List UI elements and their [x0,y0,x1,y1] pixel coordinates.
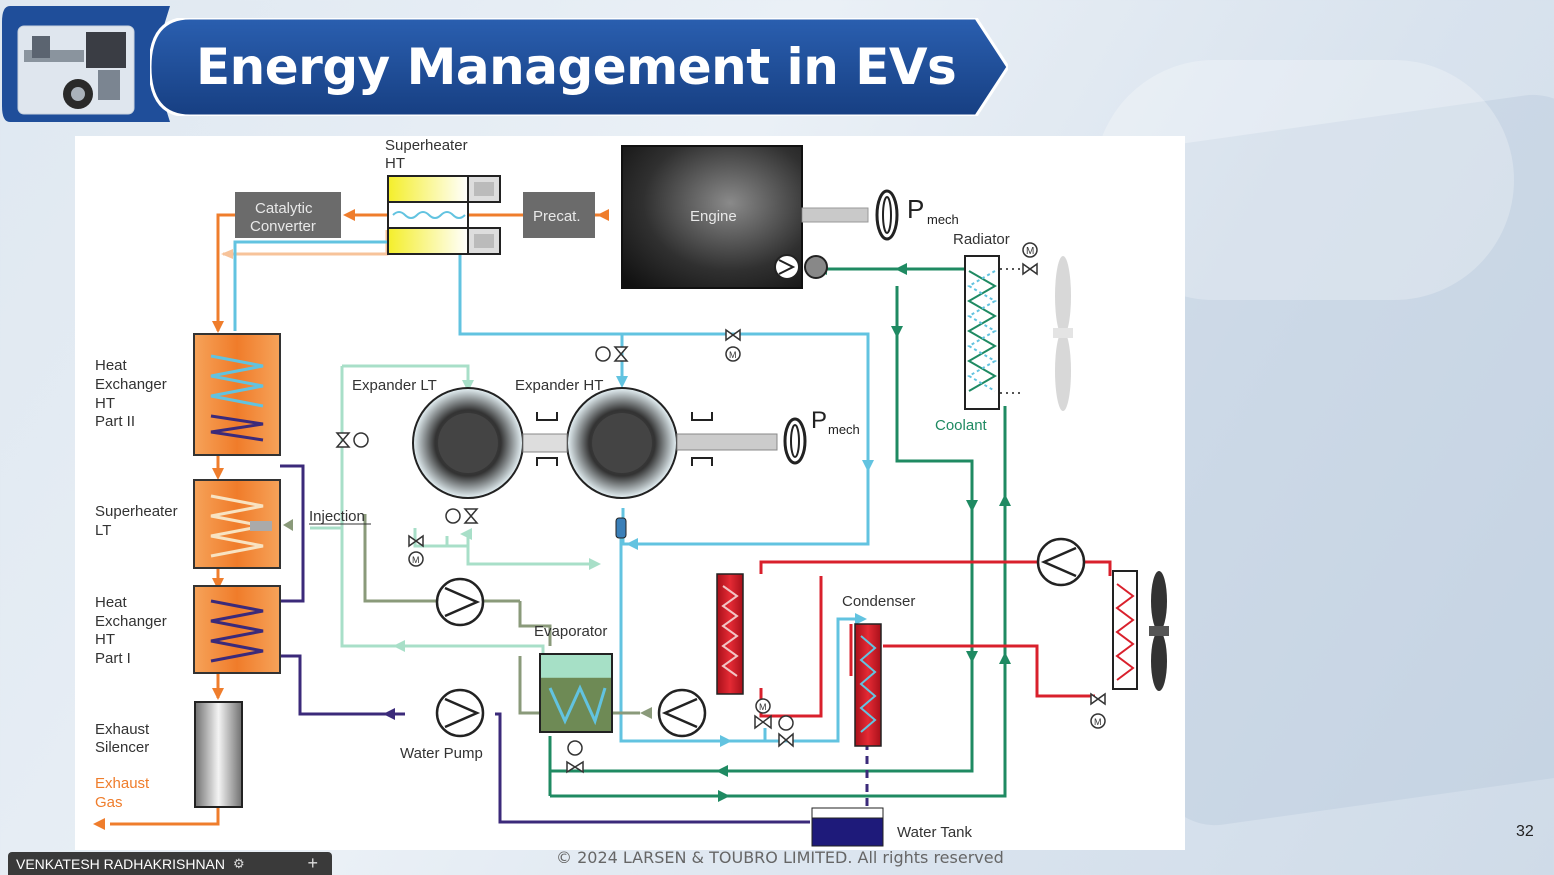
expander-lt [412,387,524,499]
precat-box [523,192,595,238]
presenter-name-tag[interactable]: VENKATESH RADHAKRISHNAN ⚙ + [8,852,332,875]
radiator-label: Radiator [953,231,1010,248]
title-banner: Energy Management in EVs [150,18,1008,116]
user-settings-icon[interactable]: ⚙ [233,855,245,871]
hx-ht1-label: Part I [95,650,131,667]
p-mech-mid-subscript: mech [828,422,860,437]
evaporator-label: Evaporator [534,623,607,640]
presenter-name: VENKATESH RADHAKRISHNAN [16,855,226,872]
plus-icon[interactable]: + [307,853,318,873]
slide-title: Energy Management in EVs [196,38,957,96]
injection-label: Injection [309,508,365,525]
radiator-fan-icon [1053,256,1073,411]
catalytic-converter-label: Converter [250,218,316,235]
hx-ht1-label: HT [95,631,115,648]
radiator-valve-icon: M [1022,242,1038,276]
svg-text:M: M [412,555,420,565]
exhaust-gas-label: Exhaust [95,775,150,792]
radiator [964,255,1000,410]
exhaust-arrows [93,209,609,830]
heat-exchanger-ht-part-i [193,585,281,674]
engine [621,145,803,289]
heat-exchanger-ht-part-ii [193,333,281,456]
refrigerant-heat-exchanger [716,573,744,695]
expander-ht-label: Expander HT [515,377,603,394]
superheater-lt [193,479,281,569]
ac-heat-exchanger [1112,570,1138,690]
superheater-ht [387,175,501,255]
refrigerant-pump-icon [657,688,707,738]
svg-text:M: M [1026,246,1034,257]
hx-ht1-label: Exchanger [95,613,167,630]
catalytic-converter-label: Catalytic [255,200,313,217]
superheater-lt-label: LT [95,522,111,539]
hx-ht2-label: Part II [95,413,135,430]
condenser-label: Condenser [842,593,915,610]
superheater-lt-label: Superheater [95,503,178,520]
feed-pump-icon [435,577,485,627]
hx-ht1-label: Heat [95,594,128,611]
injector-icon [615,517,627,539]
exhaust-gas-label: Gas [95,794,123,811]
expander-ht [566,387,678,499]
ev-chassis-thumbnail [2,6,170,122]
hx-ht2-label: Exchanger [95,376,167,393]
evaporator [539,653,613,733]
coolant-label: Coolant [935,417,988,434]
exhaust-silencer-label: Silencer [95,739,149,756]
superheater-ht-label: HT [385,155,405,172]
svg-text:M: M [729,350,737,360]
working-circuit-pipes [280,464,810,824]
superheater-ht-label: Superheater [385,137,468,154]
water-tank-label: Water Tank [897,824,973,841]
water-pump-label: Water Pump [400,745,483,762]
hx-ht2-label: Heat [95,357,128,374]
cooling-fan-icon [1149,571,1169,691]
slide-number: 32 [1516,823,1534,840]
p-mech-mid-label: P [811,407,827,434]
svg-text:M: M [759,702,767,712]
precat-label: Precat. [533,208,581,225]
p-mech-top-label: P [907,194,924,224]
catalytic-converter [235,192,341,238]
copyright-notice: © 2024 LARSEN & TOUBRO LIMITED. All righ… [556,848,1004,867]
expander-shaft [522,433,568,453]
engine-label: Engine [690,208,737,225]
expander-lt-label: Expander LT [352,377,437,394]
engine-shaft [801,207,869,223]
condenser [854,623,882,747]
hx-ht2-label: HT [95,395,115,412]
thermostat-icon [804,255,828,279]
coolant-pipes [548,267,1007,798]
water-pump-icon [435,688,485,738]
energy-management-diagram: Superheater HT Catalytic Converter Preca… [75,136,1185,850]
coolant-pump-icon [774,254,800,280]
exhaust-silencer-label: Exhaust [95,721,150,738]
ac-compressor-icon [1036,537,1086,587]
exhaust-silencer [194,701,243,808]
valve-icon [335,328,1106,774]
p-mech-top-subscript: mech [927,212,959,227]
svg-text:M: M [1094,717,1102,727]
